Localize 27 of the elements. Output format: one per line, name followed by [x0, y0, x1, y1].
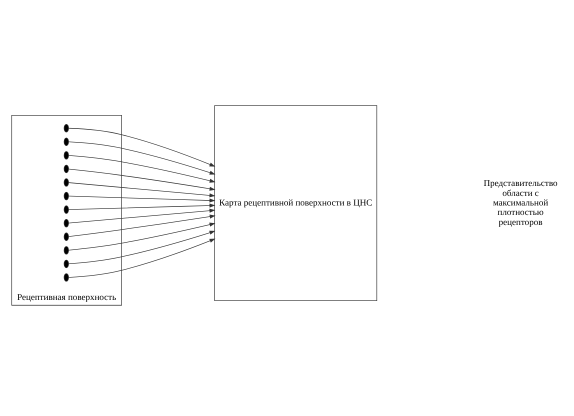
arrow — [68, 128, 216, 167]
node-circle — [64, 246, 69, 255]
arrow — [68, 168, 216, 191]
node-circle — [64, 178, 69, 187]
node-circle — [64, 124, 69, 132]
arrow — [68, 196, 216, 203]
node-circle — [64, 164, 69, 174]
arrow — [68, 142, 216, 175]
arrow — [68, 222, 216, 250]
node-circle — [64, 232, 69, 241]
arrow — [68, 214, 216, 237]
cluster: Рецептивная поверхность — [11, 114, 122, 306]
node-box: Карта рецептивной поверхности в ЦНС — [214, 105, 378, 302]
node-circle — [64, 151, 69, 160]
label: Представительство области с максимальной плотностью рецепторов — [484, 178, 558, 227]
arrow — [68, 204, 216, 210]
node-circle — [64, 260, 69, 268]
arrow — [68, 208, 216, 224]
node-circle — [64, 205, 69, 214]
arrow — [68, 238, 216, 278]
node-circle — [64, 218, 69, 228]
arrow — [68, 182, 216, 198]
arrow — [68, 230, 216, 264]
node-circle — [64, 273, 69, 282]
arrow — [68, 155, 216, 183]
node-circle — [64, 192, 69, 200]
node-circle — [64, 138, 69, 146]
